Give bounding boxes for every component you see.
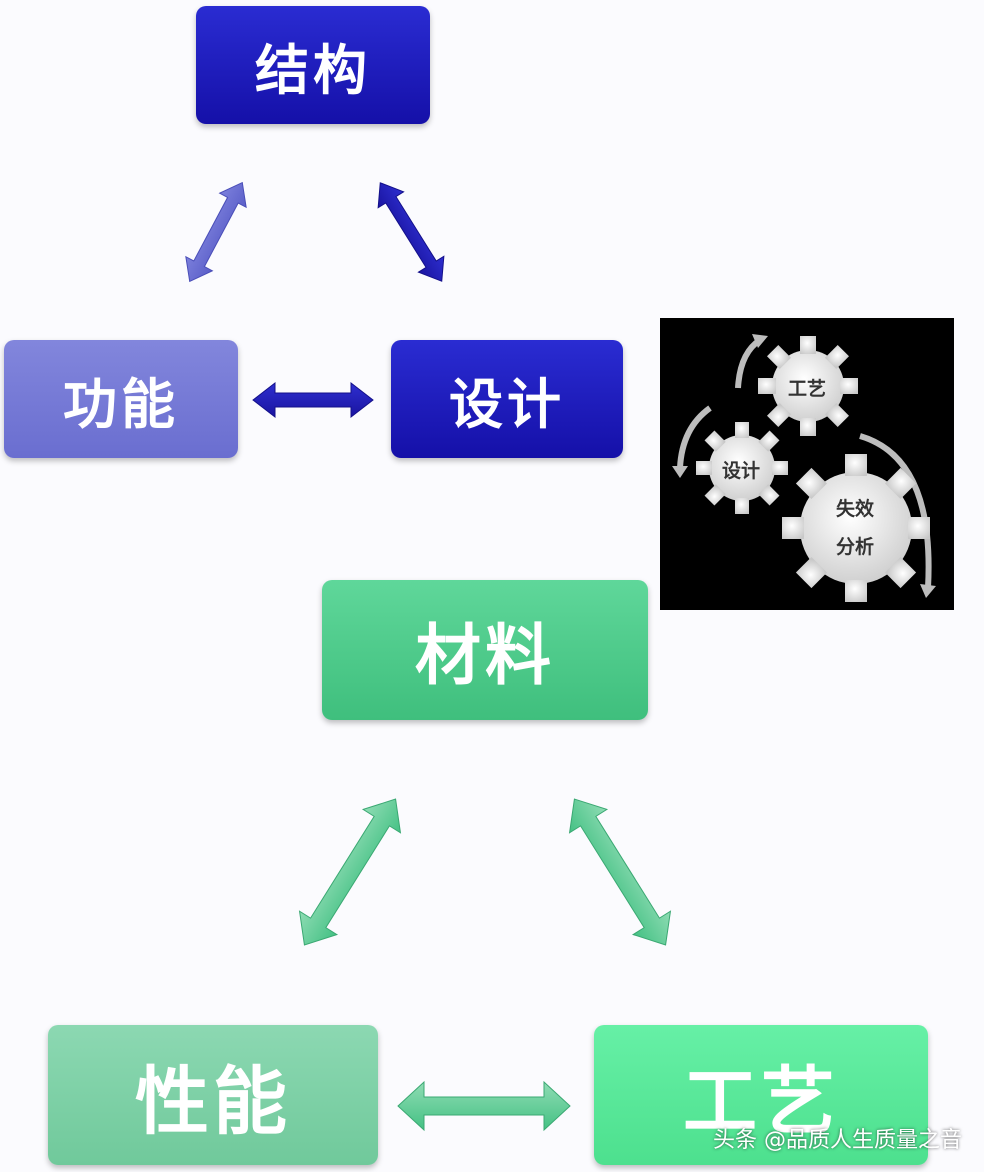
arrow-material-performance (298, 798, 402, 946)
material-label: 材料 (415, 617, 555, 694)
design-box: 设计 (391, 340, 623, 458)
gear-left-label: 设计 (722, 460, 761, 482)
cycle-arrow-top-icon (735, 337, 762, 389)
arrow-material-process (568, 798, 672, 946)
design-label: 设计 (449, 372, 565, 436)
cycle-arrow-left-icon (677, 405, 712, 469)
gear-big-label-line1: 失效 (836, 498, 875, 520)
material-box: 材料 (322, 580, 648, 720)
function-box: 功能 (4, 340, 238, 458)
arrow-structure-function (185, 181, 247, 283)
gears-svg (672, 334, 936, 602)
performance-label: 性能 (135, 1058, 291, 1145)
gear-big-icon (782, 454, 930, 602)
gear-top-icon (758, 336, 858, 436)
function-label: 功能 (63, 372, 179, 436)
process-box: 工艺 (594, 1025, 928, 1165)
structure-box: 结构 (196, 6, 430, 124)
gear-left-icon (696, 422, 788, 514)
structure-label: 结构 (255, 38, 371, 102)
arrow-function-design (252, 381, 374, 419)
arrow-structure-design (377, 182, 445, 282)
gear-top-label: 工艺 (788, 378, 827, 400)
process-label: 工艺 (683, 1058, 839, 1145)
arrow-performance-process (397, 1080, 571, 1132)
gear-big-label-line2: 分析 (836, 536, 875, 558)
watermark: 头条 @品质人生质量之音 (713, 1128, 962, 1153)
performance-box: 性能 (48, 1025, 378, 1165)
gear-illustration: 工艺 设计 失效 分析 (660, 318, 954, 610)
